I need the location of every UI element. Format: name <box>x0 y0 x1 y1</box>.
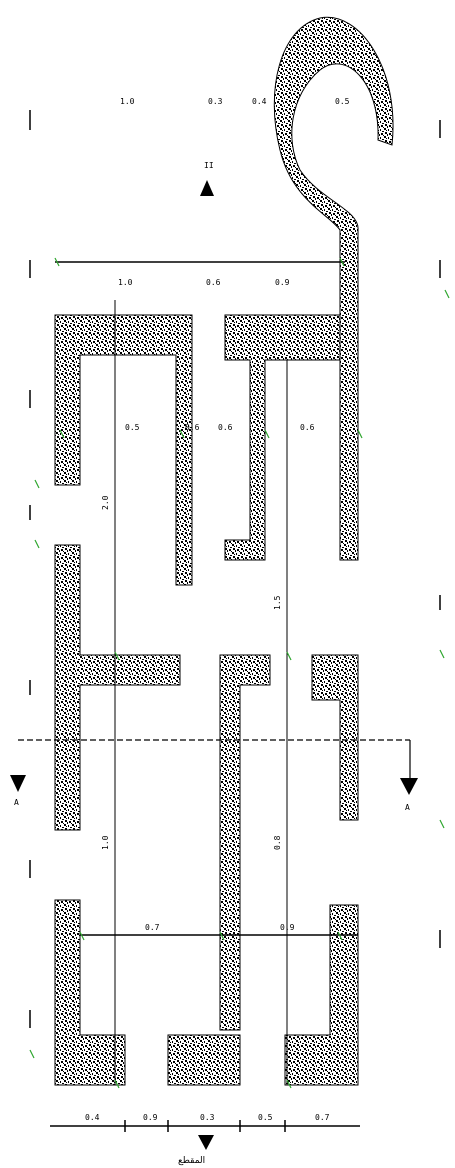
margin-ticks <box>29 110 441 1028</box>
upper-left-wall <box>54 314 193 586</box>
arrow-label-right: A <box>405 803 410 812</box>
dim-label: 1.0 <box>120 97 135 106</box>
top-dim-labels: 1.0 0.3 0.4 0.5 1.0 0.6 0.9 <box>118 97 350 287</box>
lower-center-wall <box>167 1034 241 1086</box>
vertical-labels: 2.0 1.5 1.0 0.8 <box>101 495 282 850</box>
wall-labels: 0.5 0.6 0.6 0.6 <box>125 423 315 432</box>
green-markers <box>29 257 450 1089</box>
upper-right-wall <box>224 314 341 561</box>
bottom-dimension-line <box>50 1120 360 1132</box>
middle-center-wall <box>219 654 271 1031</box>
wall-label: 0.6 <box>300 423 315 432</box>
section-marker: II <box>204 161 214 170</box>
dim-label: 0.9 <box>143 1113 158 1122</box>
wall-label: 0.6 <box>185 423 200 432</box>
dim-label: 0.4 <box>252 97 267 106</box>
vertical-label: 1.5 <box>273 595 282 610</box>
lower-left-wall <box>54 899 126 1086</box>
dim-label: 0.4 <box>85 1113 100 1122</box>
section-cut-line <box>18 739 411 780</box>
section-arrow-right-icon <box>400 778 418 795</box>
dim-label: 0.5 <box>258 1113 273 1122</box>
dim-label: 0.9 <box>275 278 290 287</box>
section-arrow-left-icon <box>10 775 26 792</box>
hook-wall <box>273 16 394 561</box>
dim-label: 0.5 <box>335 97 350 106</box>
north-arrow-icon <box>200 180 214 196</box>
dim-label: 1.0 <box>118 278 133 287</box>
dim-label: 0.3 <box>200 1113 215 1122</box>
bottom-dim-labels: 0.4 0.9 0.3 0.5 0.7 <box>85 1113 330 1122</box>
wall-label: 0.5 <box>125 423 140 432</box>
dim-label: 0.3 <box>208 97 223 106</box>
dim-label: 0.6 <box>206 278 221 287</box>
middle-right-wall <box>311 654 359 821</box>
lower-right-wall <box>284 904 359 1086</box>
vertical-dimension-lines <box>114 300 288 1085</box>
middle-left-wall <box>54 544 181 831</box>
drawing-title: المقطع <box>178 1156 205 1166</box>
wall-label: 0.6 <box>218 423 233 432</box>
arrow-label-left: A <box>14 798 19 807</box>
vertical-label: 1.0 <box>101 835 110 850</box>
dim-label: 0.7 <box>315 1113 330 1122</box>
vertical-label: 0.8 <box>273 835 282 850</box>
vertical-label: 2.0 <box>101 495 110 510</box>
dim-label: 0.9 <box>280 923 295 932</box>
bottom-arrow-icon <box>198 1135 214 1150</box>
dim-label: 0.7 <box>145 923 160 932</box>
